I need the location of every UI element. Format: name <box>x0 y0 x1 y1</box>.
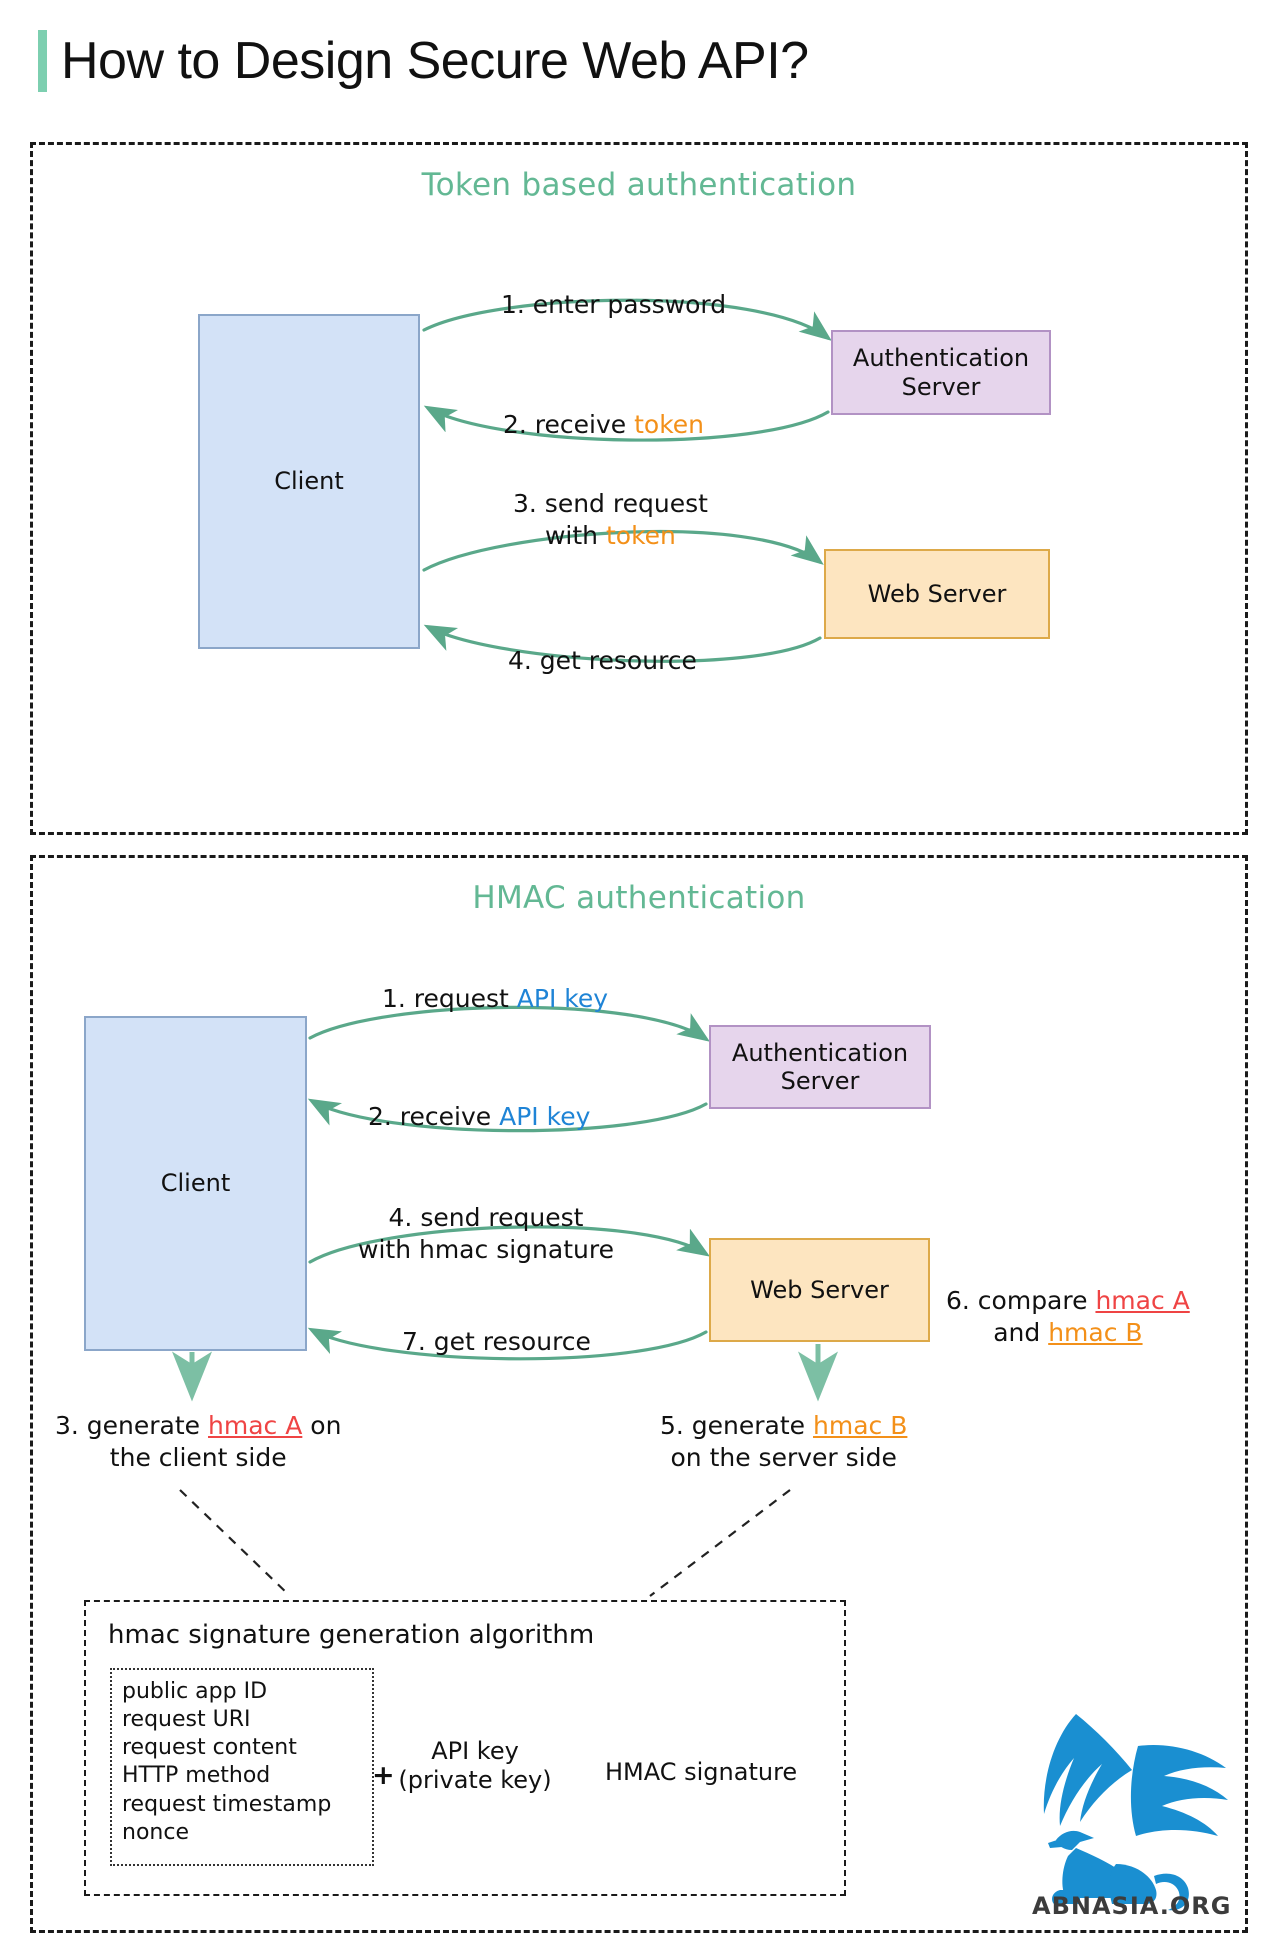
node-authentication-server-hmac[interactable]: Authentication Server <box>709 1025 931 1109</box>
algorithm-output-label: HMAC signature <box>605 1758 798 1786</box>
step-label-token-4: 4. get resource <box>508 646 697 675</box>
node-label: Web Server <box>867 579 1007 608</box>
node-label: Authentication Server <box>731 1038 909 1095</box>
list-item: request timestamp <box>122 1791 332 1817</box>
node-label: Client <box>274 467 344 496</box>
node-web-server-hmac[interactable]: Web Server <box>709 1238 930 1342</box>
list-item: public app ID <box>122 1679 268 1704</box>
algorithm-panel: hmac signature generation algorithm publ… <box>84 1600 846 1896</box>
section-title-hmac: HMAC authentication <box>472 880 806 916</box>
algorithm-title: hmac signature generation algorithm <box>108 1620 595 1650</box>
step-label-hmac-1: 1. request API key <box>382 984 609 1013</box>
winged-griffin-logo-icon <box>1020 1690 1240 1925</box>
apikey-highlight: API key <box>499 1102 591 1131</box>
node-client-token[interactable]: Client <box>198 314 420 649</box>
hmac-a-highlight: hmac A <box>208 1411 303 1440</box>
node-label: Web Server <box>750 1275 889 1304</box>
step-label-hmac-3: 3. generate hmac A on the client side <box>55 1411 342 1472</box>
apikey-highlight: API key <box>516 984 609 1013</box>
node-authentication-server-token[interactable]: Authentication Server <box>831 330 1051 415</box>
node-label: Authentication Server <box>852 344 1030 401</box>
step-label-token-3: 3. send request with token <box>513 489 708 550</box>
list-item: HTTP method <box>122 1763 271 1789</box>
hmac-b-highlight: hmac B <box>813 1411 908 1440</box>
hmac-a-highlight: hmac A <box>1095 1286 1190 1315</box>
step-label-token-2: 2. receive token <box>503 410 705 439</box>
node-label: Client <box>160 1169 231 1198</box>
list-item: request URI <box>122 1707 251 1733</box>
page-header: How to Design Secure Web API? <box>38 30 809 92</box>
node-client-hmac[interactable]: Client <box>84 1016 307 1351</box>
hmac-b-highlight: hmac B <box>1048 1318 1143 1347</box>
step-label-token-1: 1. enter password <box>501 290 727 319</box>
step-label-hmac-5: 5. generate hmac B on the server side <box>660 1411 908 1472</box>
step-label-hmac-2: 2. receive API key <box>368 1102 591 1131</box>
accent-bar <box>38 30 47 92</box>
node-web-server-token[interactable]: Web Server <box>824 549 1050 639</box>
step-label-hmac-7: 7. get resource <box>402 1327 591 1356</box>
algorithm-api-key-label: API key (private key) <box>398 1737 552 1794</box>
watermark-text: ABNASIA.ORG <box>1032 1892 1232 1920</box>
token-highlight: token <box>605 521 676 550</box>
section-title-token: Token based authentication <box>421 167 857 203</box>
list-item: request content <box>122 1735 297 1761</box>
page-title: How to Design Secure Web API? <box>61 32 809 90</box>
step-label-hmac-4: 4. send request with hmac signature <box>358 1203 614 1264</box>
list-item: nonce <box>122 1819 189 1845</box>
token-highlight: token <box>634 410 705 439</box>
algorithm-input-list: public app ID request URI request conten… <box>110 1668 374 1866</box>
algorithm-plus-sign: + <box>372 1760 395 1791</box>
step-label-hmac-6: 6. compare hmac A and hmac B <box>946 1286 1190 1347</box>
